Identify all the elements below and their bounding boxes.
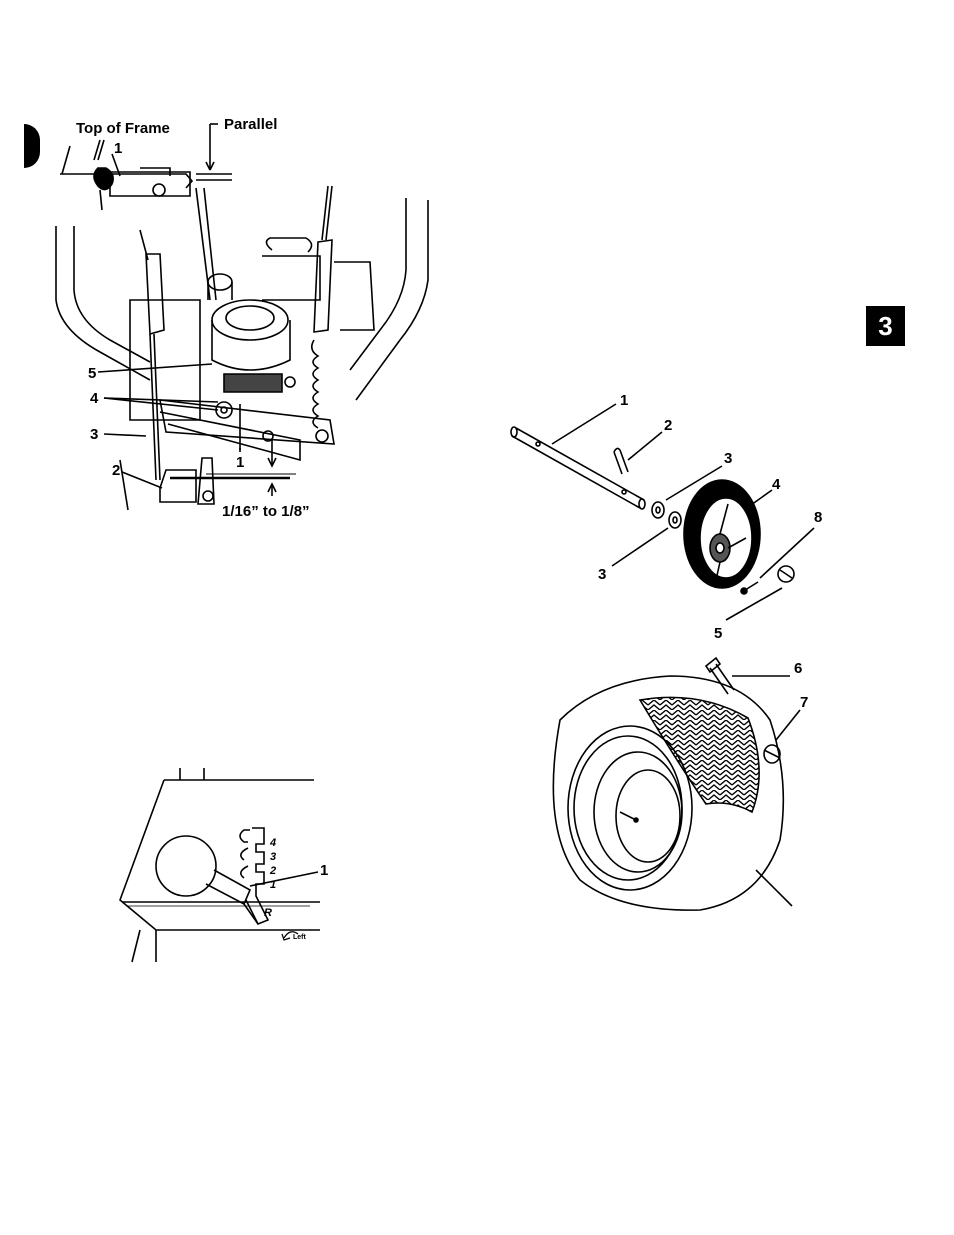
gear-2: 2 bbox=[270, 866, 276, 877]
gear-reverse: R bbox=[264, 908, 272, 919]
gear-4: 4 bbox=[270, 838, 276, 849]
gear-3: 3 bbox=[270, 852, 276, 863]
gear-1: 1 bbox=[270, 880, 276, 891]
label-left: Left bbox=[293, 934, 306, 941]
callout-shift-lever-1: 1 bbox=[320, 863, 328, 878]
